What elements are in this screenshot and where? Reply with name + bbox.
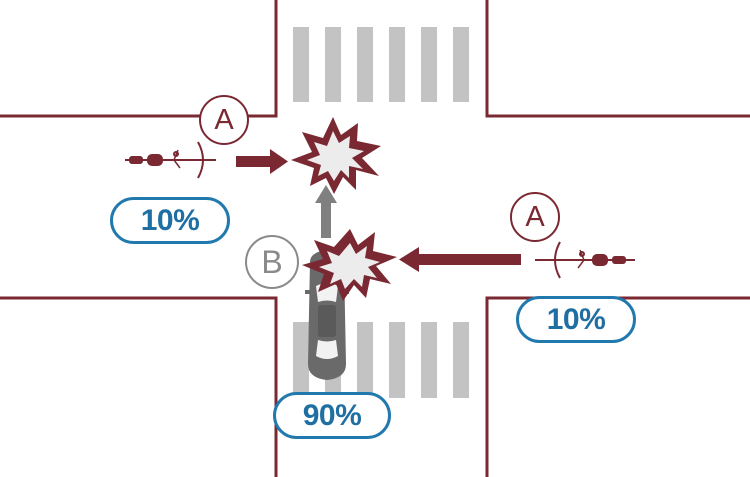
collision-burst-icon: [291, 117, 381, 194]
fault-percent-badge-bicycle-left: 10%: [110, 197, 230, 244]
road-edge-bottom-left: [0, 296, 278, 477]
bicycle-a-right-arrow: [399, 247, 521, 272]
road-edge-top-right: [485, 0, 750, 118]
road-edge-bottom-right: [485, 296, 750, 477]
road-edge-top-left: [0, 0, 278, 118]
collision-burst-icon: [302, 229, 397, 301]
bicycle-a-left-arrow: [236, 149, 288, 174]
car-direction-arrow: [315, 185, 337, 238]
fault-percent-text: 10%: [140, 204, 200, 237]
fault-percent-badge-bicycle-right: 10%: [516, 296, 636, 343]
fault-percent-text: 90%: [302, 399, 362, 432]
party-a-marker: A: [510, 192, 560, 242]
party-b-label: B: [261, 244, 283, 280]
party-b-marker: B: [245, 235, 299, 289]
fault-percent-text: 10%: [546, 303, 606, 336]
party-a-label: A: [214, 104, 234, 136]
bicycle-icon: [535, 241, 635, 279]
party-a-label: A: [525, 201, 545, 233]
bicycle-icon: [125, 141, 216, 179]
fault-percent-badge-car: 90%: [273, 392, 391, 439]
party-a-marker: A: [199, 95, 249, 145]
crosswalk-top: [293, 27, 469, 102]
